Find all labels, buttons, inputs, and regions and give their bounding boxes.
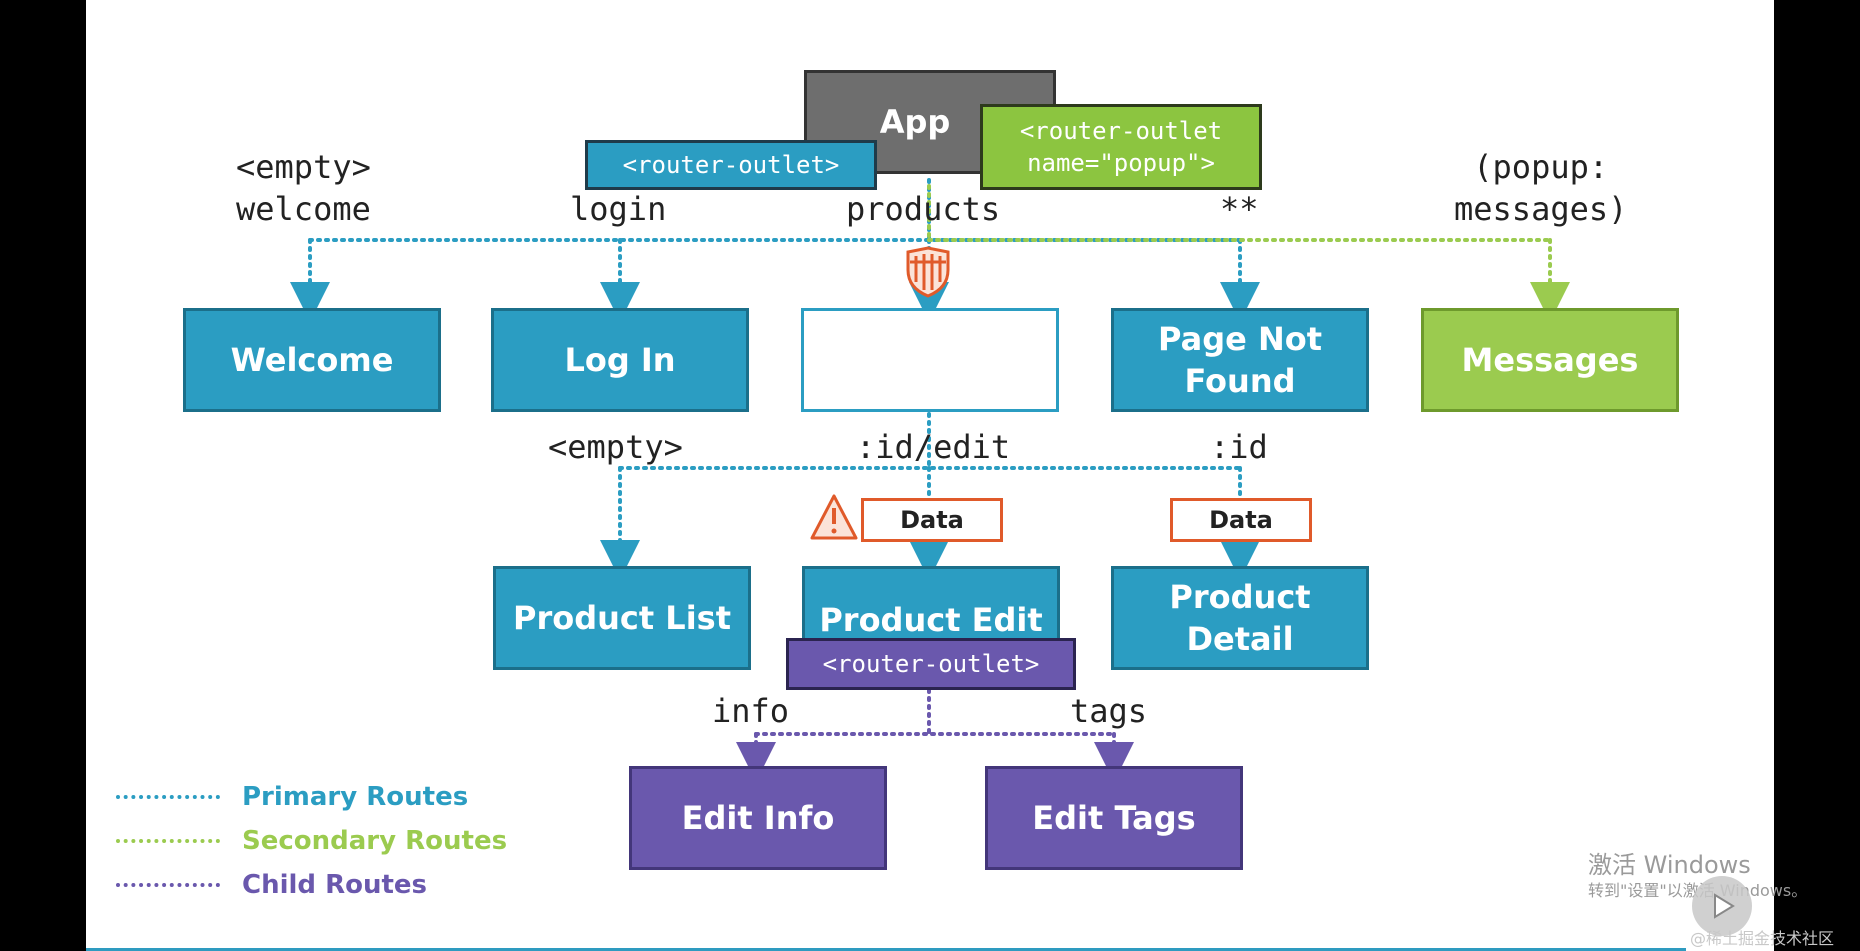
- legend-child-line: [116, 883, 220, 887]
- route-label-popup: (popup: messages): [1454, 148, 1628, 228]
- welcome-component: Welcome: [183, 308, 441, 412]
- product-edit-data-badge: Data: [861, 498, 1003, 542]
- play-icon: [1714, 893, 1735, 919]
- route-label-info: info: [712, 692, 790, 730]
- route-label-product-list: <empty>: [548, 428, 683, 466]
- bottom-accent-line: [86, 948, 1686, 951]
- app-title: App: [879, 103, 951, 141]
- primary-router-outlet: <router-outlet>: [585, 140, 877, 190]
- legend-secondary-line: [116, 839, 220, 843]
- legend-secondary: Secondary Routes: [116, 826, 507, 856]
- secondary-route-lines: [927, 184, 1570, 322]
- slide: App <router-outlet> <router-outlet name=…: [86, 0, 1774, 951]
- popup-router-outlet: <router-outlet name="popup">: [980, 104, 1262, 190]
- play-button[interactable]: [1692, 876, 1752, 936]
- page-not-found-component: Page Not Found: [1111, 308, 1369, 412]
- route-connectors: [290, 178, 1570, 782]
- legend-child: Child Routes: [116, 870, 427, 900]
- product-detail-data-badge: Data: [1170, 498, 1312, 542]
- login-component: Log In: [491, 308, 749, 412]
- legend-child-label: Child Routes: [242, 870, 428, 900]
- route-label-product-edit: :id/edit: [856, 428, 1011, 466]
- legend-primary: Primary Routes: [116, 782, 468, 812]
- product-edit-title: Product Edit: [819, 601, 1043, 639]
- route-label-wildcard: **: [1220, 190, 1259, 228]
- route-label-login: login: [570, 190, 667, 228]
- legend-primary-label: Primary Routes: [242, 782, 469, 812]
- route-label-product-detail: :id: [1210, 428, 1268, 466]
- route-label-tags: tags: [1070, 692, 1148, 730]
- child-route-lines: [736, 688, 1134, 782]
- source-credit: @稀土掘金技术社区: [1690, 929, 1835, 948]
- warning-icon: [810, 494, 858, 540]
- product-list-component: Product List: [493, 566, 751, 670]
- legend-primary-line: [116, 795, 220, 799]
- products-component: [801, 308, 1059, 412]
- route-label-products: products: [846, 190, 1001, 228]
- watermark-title: 激活 Windows: [1588, 851, 1751, 879]
- edit-tags-component: Edit Tags: [985, 766, 1243, 870]
- legend-secondary-label: Secondary Routes: [242, 826, 508, 856]
- child-router-outlet: <router-outlet>: [786, 638, 1076, 690]
- product-detail-component: Product Detail: [1111, 566, 1369, 670]
- route-label-welcome: <empty> welcome: [236, 148, 371, 228]
- shield-icon: [906, 246, 950, 298]
- primary-route-lines: [290, 178, 1260, 580]
- edit-info-component: Edit Info: [629, 766, 887, 870]
- messages-component: Messages: [1421, 308, 1679, 412]
